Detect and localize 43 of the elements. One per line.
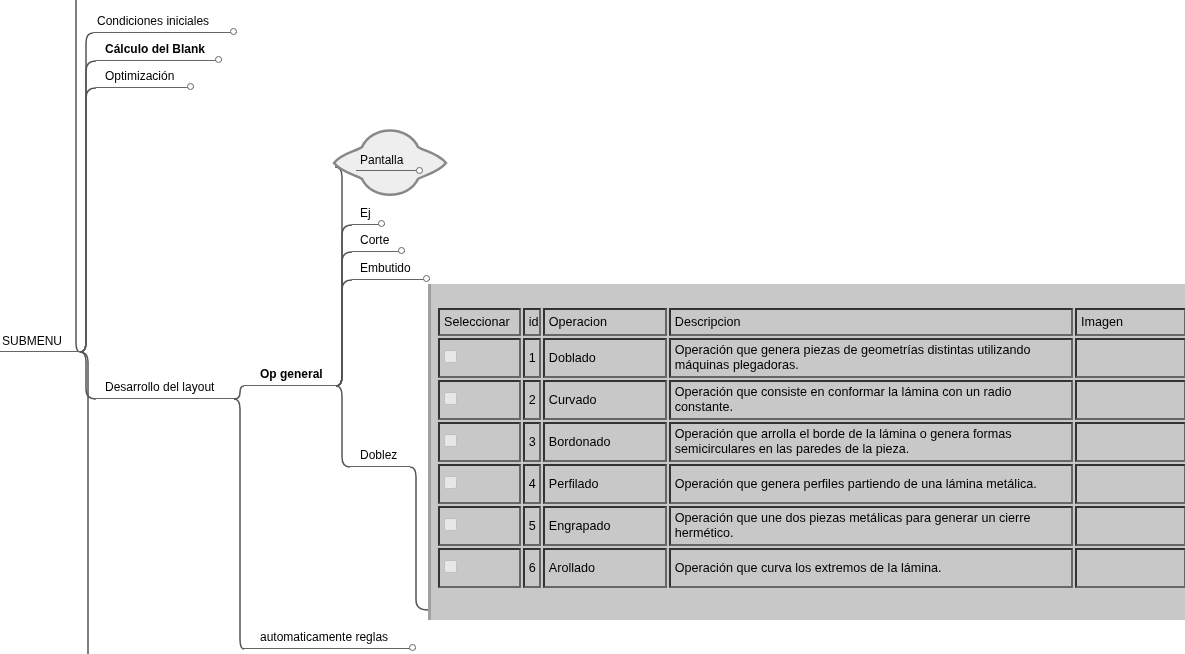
table-panel bbox=[428, 284, 1185, 620]
topic-label: Embutido bbox=[360, 261, 411, 275]
table-cell: 2 bbox=[522, 380, 541, 420]
connector-line bbox=[79, 351, 89, 654]
topic-label: Desarrollo del layout bbox=[105, 380, 215, 394]
topic-label: automaticamente reglas bbox=[260, 630, 389, 644]
table-cell: Operación que genera piezas de geometrías distintas utilizando máquinas plegadoras. bbox=[668, 338, 1074, 378]
table-cell: Operación que arrolla el borde de la lámina o genera formas semicirculares en las paredes de la pieza. bbox=[668, 422, 1074, 462]
table-cell: Engrapado bbox=[542, 506, 667, 546]
connector-line bbox=[79, 351, 97, 400]
column-header: Descripcion bbox=[668, 308, 1074, 336]
table-cell: Operación que curva los extremos de la lámina. bbox=[668, 548, 1074, 588]
table-cell: Doblado bbox=[542, 338, 667, 378]
connector-line bbox=[233, 385, 245, 400]
column-header: Imagen bbox=[1075, 308, 1185, 336]
topic-label: Ej bbox=[360, 206, 371, 220]
connector-line bbox=[75, 0, 81, 353]
column-header: id bbox=[522, 308, 541, 336]
connector-line bbox=[335, 279, 353, 387]
table-cell: Operación que une dos piezas metálicas para generar un cierre hermético. bbox=[668, 506, 1074, 546]
column-header: Operacion bbox=[542, 308, 667, 336]
table-cell: Operación que consiste en conformar la lámina con un radio constante. bbox=[668, 380, 1074, 420]
topic-label: Cálculo del Blank bbox=[105, 42, 206, 56]
topic-label: Corte bbox=[360, 233, 390, 247]
table-cell: Curvado bbox=[542, 380, 667, 420]
topic-label: Doblez bbox=[360, 448, 398, 462]
topic-label: Condiciones iniciales bbox=[97, 14, 210, 28]
table-cell: 6 bbox=[522, 548, 541, 588]
topic-label: Optimización bbox=[105, 69, 175, 83]
table-cell: 3 bbox=[522, 422, 541, 462]
topic-label: SUBMENU bbox=[2, 334, 62, 348]
column-header: Seleccionar bbox=[438, 308, 521, 336]
table-cell: Operación que genera perfiles partiendo de una lámina metálica. bbox=[668, 464, 1074, 504]
table-cell: Perfilado bbox=[542, 464, 667, 504]
topic-label: Pantalla bbox=[360, 153, 404, 167]
table-cell: 1 bbox=[522, 338, 541, 378]
table-cell: Bordonado bbox=[542, 422, 667, 462]
table-cell: 4 bbox=[522, 464, 541, 504]
connector-line bbox=[233, 398, 245, 650]
table-cell: Arollado bbox=[542, 548, 667, 588]
topic-label: Op general bbox=[260, 367, 323, 381]
connector-line bbox=[335, 385, 351, 468]
table-cell: 5 bbox=[522, 506, 541, 546]
